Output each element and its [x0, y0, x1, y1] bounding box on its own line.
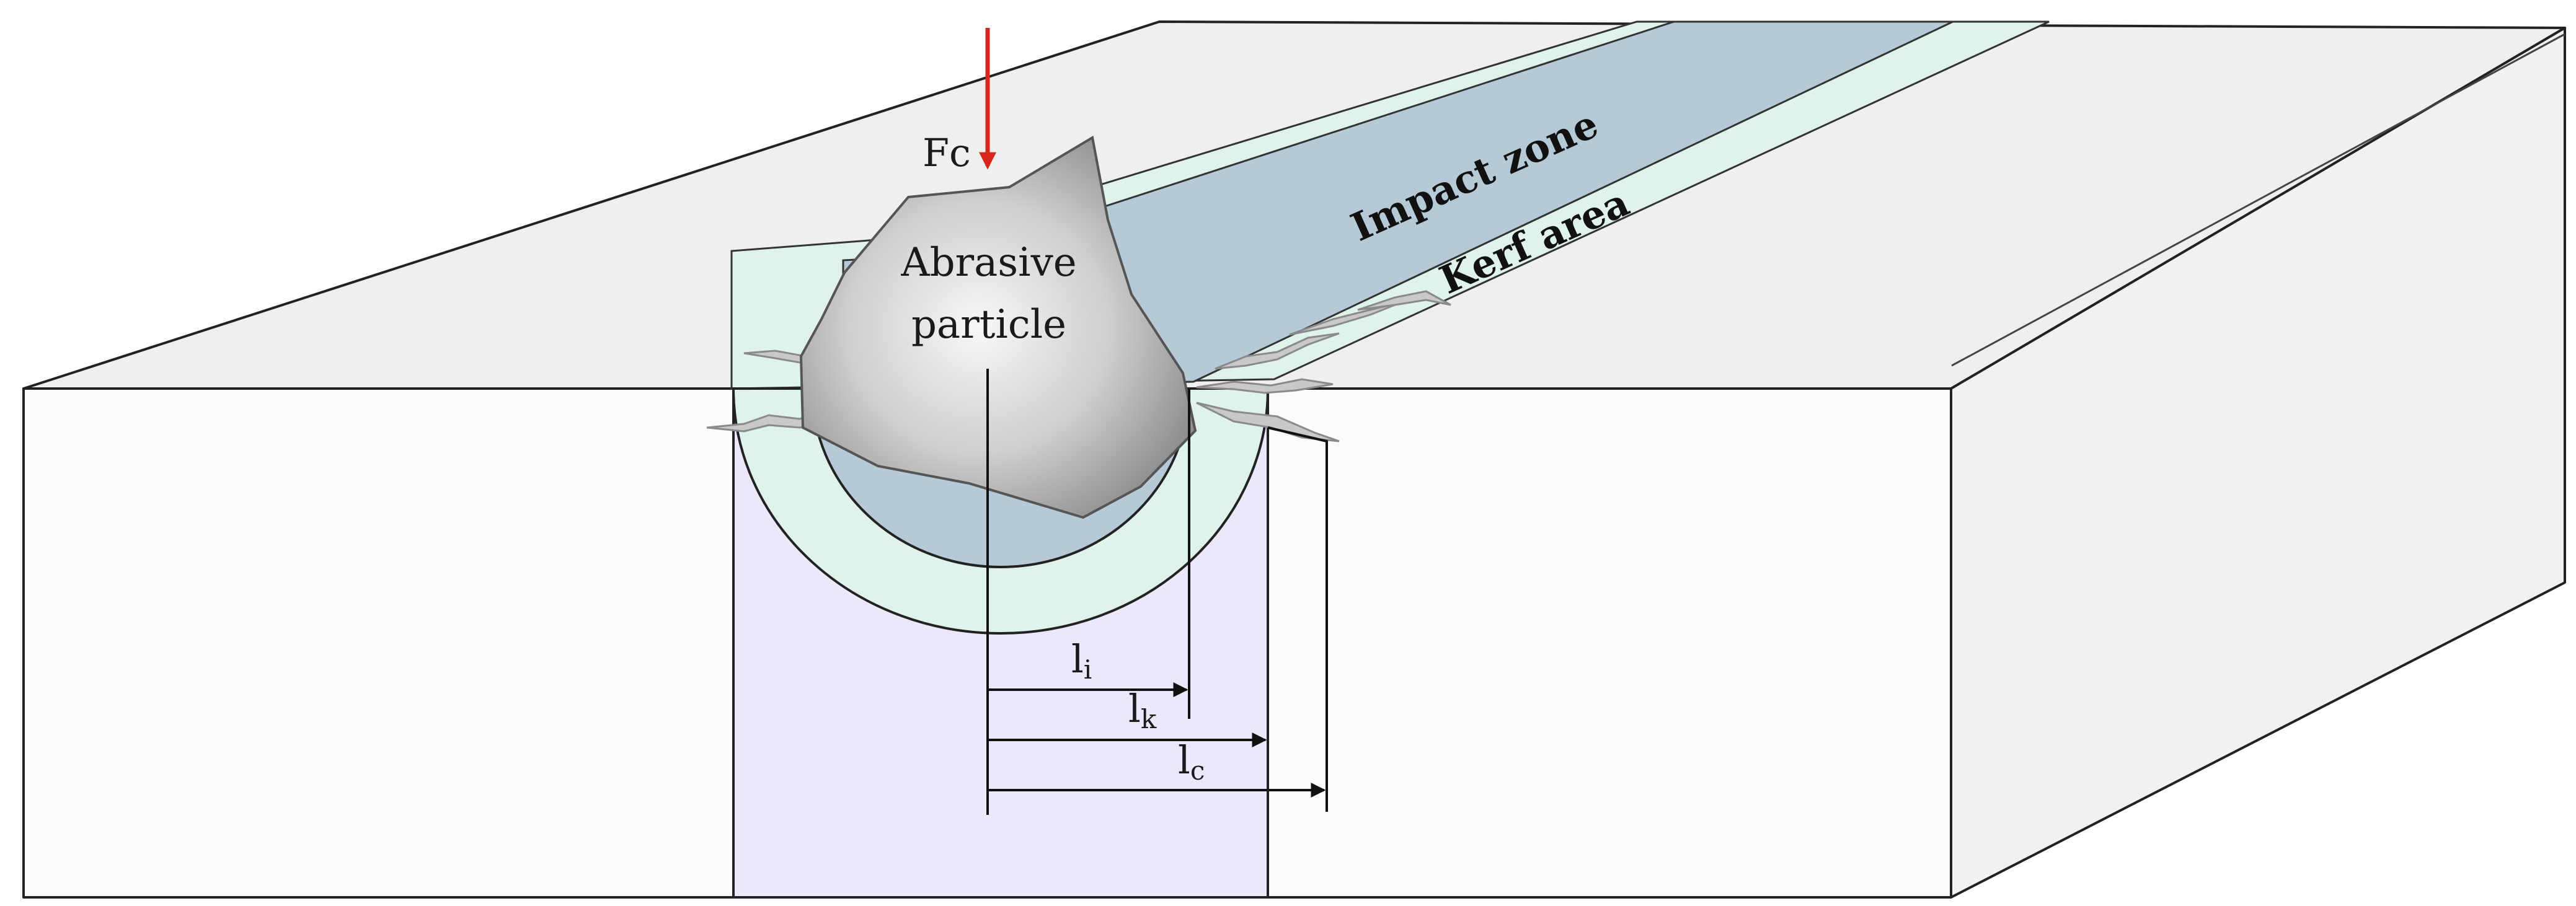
lk-label-main: l [1128, 686, 1141, 731]
force-label: Fc [923, 130, 971, 175]
li-label-sub: i [1084, 654, 1092, 685]
particle-label-line1: Abrasive [900, 240, 1076, 286]
lc-label-sub: c [1190, 755, 1205, 786]
li-label-main: l [1071, 636, 1084, 682]
block-top-edge-line [1951, 33, 2565, 367]
particle-label-line2: particle [911, 302, 1066, 348]
lk-label-sub: k [1141, 704, 1157, 734]
lc-label: lc [1178, 737, 1205, 786]
lc-label-main: l [1178, 737, 1190, 783]
li-label: li [1071, 636, 1092, 685]
abrasive-particle [799, 135, 1197, 519]
crack-reference-line [1267, 426, 1328, 812]
lk-label: lk [1128, 686, 1157, 734]
